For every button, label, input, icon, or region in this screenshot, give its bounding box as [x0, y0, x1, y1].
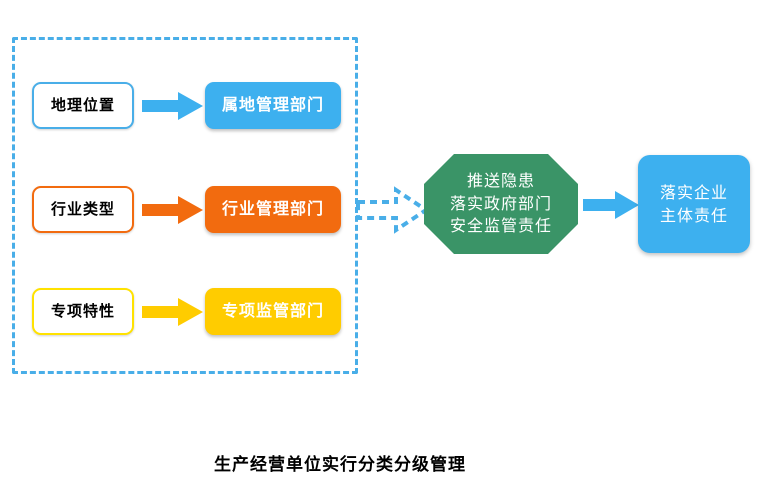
source-node-special-characteristics[interactable]: 专项特性: [32, 288, 134, 335]
arrow-geographic-location: [142, 91, 203, 121]
source-node-industry-type-label: 行业类型: [50, 199, 115, 218]
target-node-territorial-management-dept[interactable]: 属地管理部门: [205, 82, 341, 129]
target-node-territorial-management-dept-label: 属地管理部门: [221, 95, 324, 115]
source-node-special-characteristics-label: 专项特性: [50, 301, 115, 320]
arrow-industry-type: [142, 195, 203, 225]
target-node-special-supervision-dept-label: 专项监管部门: [221, 301, 324, 321]
arrow-to-outcome: [583, 190, 639, 220]
diagram-caption: 生产经营单位实行分类分级管理: [214, 455, 466, 475]
source-node-geographic-location-label: 地理位置: [50, 95, 115, 114]
outcome-node-enterprise-responsibility[interactable]: 落实企业 主体责任: [638, 155, 750, 253]
process-node-push-hazard-label: 推送隐患 落实政府部门 安全监管责任: [449, 170, 552, 236]
outcome-node-enterprise-responsibility-label: 落实企业 主体责任: [659, 182, 728, 225]
target-node-industry-management-dept-label: 行业管理部门: [221, 199, 324, 219]
target-node-special-supervision-dept[interactable]: 专项监管部门: [205, 288, 341, 335]
arrow-special-characteristics: [142, 297, 203, 327]
dashed-transition-arrow-icon: [356, 186, 428, 234]
source-node-industry-type[interactable]: 行业类型: [32, 186, 134, 233]
source-node-geographic-location[interactable]: 地理位置: [32, 82, 134, 129]
process-node-push-hazard[interactable]: 推送隐患 落实政府部门 安全监管责任: [424, 154, 578, 254]
target-node-industry-management-dept[interactable]: 行业管理部门: [205, 186, 341, 233]
